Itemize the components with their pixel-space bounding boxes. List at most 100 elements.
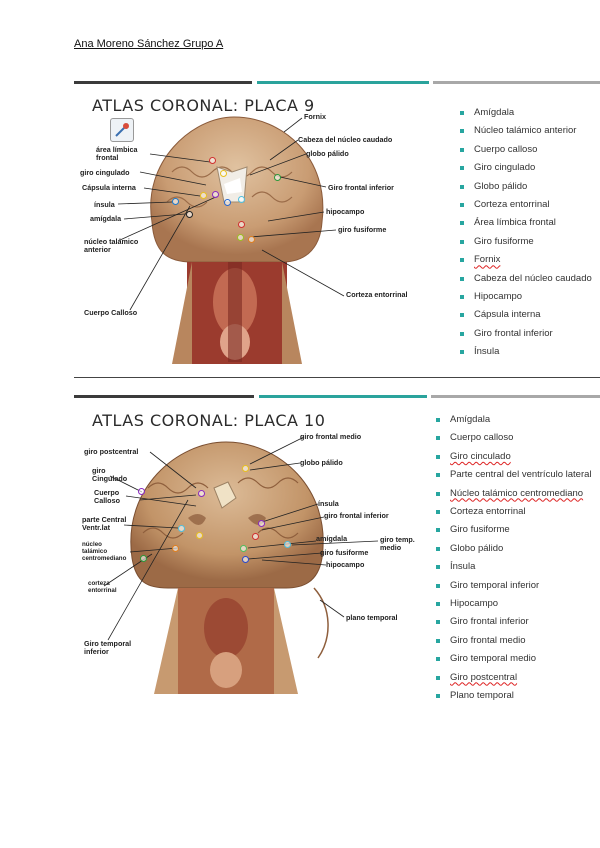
list-item: Giro frontal inferior bbox=[436, 613, 592, 631]
list-item: Parte central del ventrículo lateral bbox=[436, 466, 592, 484]
marker-dot bbox=[138, 488, 145, 495]
label-frontal-medio: giro frontal medio bbox=[300, 432, 362, 441]
plate10-brain-image bbox=[118, 438, 334, 694]
label-plano-temporal: plano temporal bbox=[346, 613, 398, 622]
marker-dot bbox=[238, 196, 245, 203]
list-item: Giro postcentral bbox=[436, 669, 592, 687]
list-item: Cabeza del núcleo caudado bbox=[460, 270, 592, 288]
marker-dot bbox=[248, 236, 255, 243]
list-item: Hipocampo bbox=[436, 595, 592, 613]
plate9-title: ATLAS CORONAL: PLACA 9 bbox=[92, 96, 315, 115]
marker-dot bbox=[252, 533, 259, 540]
label-frontal-inferior: giro frontal inferior bbox=[324, 511, 389, 520]
list-item: Amígdala bbox=[436, 411, 592, 429]
label-temporal-inferior: Giro temporal inferior bbox=[84, 639, 132, 657]
marker-dot bbox=[140, 555, 147, 562]
list-item: Giro temporal medio bbox=[436, 650, 592, 668]
marker-dot bbox=[224, 199, 231, 206]
list-item: Cuerpo calloso bbox=[436, 429, 592, 447]
plate10-title: ATLAS CORONAL: PLACA 10 bbox=[92, 411, 326, 430]
list-item: Hipocampo bbox=[460, 288, 592, 306]
label-caudado: Cabeza del núcleo caudado bbox=[298, 135, 393, 144]
label-frontal-inferior: Giro frontal inferior bbox=[328, 183, 394, 192]
list-item: Giro frontal medio bbox=[436, 632, 592, 650]
list-item: Giro fusiforme bbox=[460, 233, 592, 251]
marker-dot bbox=[242, 556, 249, 563]
label-globo-palido: globo pálido bbox=[300, 458, 343, 467]
list-item: Ínsula bbox=[436, 558, 592, 576]
label-area-limbica: área límbica frontal bbox=[96, 145, 138, 163]
label-capsula-interna: Cápsula interna bbox=[82, 183, 136, 192]
list-item: Giro cinculado bbox=[436, 448, 592, 466]
marker-dot bbox=[196, 532, 203, 539]
marker-dot bbox=[284, 541, 291, 548]
list-item: Globo pálido bbox=[460, 178, 592, 196]
divider-bar-teal bbox=[259, 395, 427, 398]
divider-bar-dark bbox=[74, 395, 254, 398]
label-entorrinal: Corteza entorrinal bbox=[346, 290, 408, 299]
label-insula: ínsula bbox=[94, 200, 115, 209]
label-temporal-medio: giro temp. medio bbox=[380, 535, 415, 553]
label-amigdala: amígdala bbox=[316, 534, 348, 543]
list-item: Fornix bbox=[460, 251, 592, 269]
marker-dot bbox=[172, 545, 179, 552]
tool-icon[interactable] bbox=[110, 118, 134, 142]
marker-dot bbox=[200, 192, 207, 199]
marker-dot bbox=[240, 545, 247, 552]
label-fornix: Fornix bbox=[304, 112, 326, 121]
list-item: Núcleo talámico centromediano bbox=[436, 485, 592, 503]
list-item: Cápsula interna bbox=[460, 306, 592, 324]
label-cuerpo-calloso: Cuerpo Calloso bbox=[94, 488, 120, 506]
section-separator bbox=[74, 377, 600, 378]
list-item: Área límbica frontal bbox=[460, 214, 592, 232]
label-globo-palido: globo pálido bbox=[306, 149, 349, 158]
list-item: Corteza entorrinal bbox=[436, 503, 592, 521]
list-item: Globo pálido bbox=[436, 540, 592, 558]
marker-dot bbox=[238, 221, 245, 228]
marker-dot bbox=[274, 174, 281, 181]
label-fusiforme: giro fusiforme bbox=[338, 225, 387, 234]
label-hipocampo: hipocampo bbox=[326, 207, 365, 216]
label-insula: ínsula bbox=[318, 499, 339, 508]
label-amigdala: amígdala bbox=[90, 214, 122, 223]
label-fusiforme: giro fusiforme bbox=[320, 548, 369, 557]
marker-dot bbox=[258, 520, 265, 527]
list-item: Giro fusiforme bbox=[436, 521, 592, 539]
marker-dot bbox=[178, 525, 185, 532]
label-cuerpo-calloso: Cuerpo Calloso bbox=[84, 308, 138, 317]
label-nucleo-talamico: núcleo talámico anterior bbox=[84, 237, 139, 255]
divider-bar-gray bbox=[431, 395, 600, 398]
label-parte-central: parte Central Ventr.lat bbox=[82, 515, 127, 533]
list-item: Corteza entorrinal bbox=[460, 196, 592, 214]
list-item: Ínsula bbox=[460, 343, 592, 361]
label-giro-cingulado: giro cingulado bbox=[80, 168, 130, 177]
label-giro-cingulado: giro Cingulado bbox=[92, 466, 128, 484]
label-nucleo-centromediano: núcleo talámico centromediano bbox=[82, 541, 127, 562]
author-header: Ana Moreno Sánchez Grupo A bbox=[74, 38, 224, 50]
plate10-structure-list: Amígdala Cuerpo calloso Giro cinculado P… bbox=[436, 411, 592, 706]
label-giro-postcentral: giro postcentral bbox=[84, 447, 139, 456]
label-hipocampo: hipocampo bbox=[326, 560, 365, 569]
list-item: Giro cingulado bbox=[460, 159, 592, 177]
list-item: Cuerpo calloso bbox=[460, 141, 592, 159]
marker-dot bbox=[198, 490, 205, 497]
marker-dot bbox=[220, 170, 227, 177]
marker-dot bbox=[172, 198, 179, 205]
divider-bar-dark bbox=[74, 81, 252, 84]
list-item: Núcleo talámico anterior bbox=[460, 122, 592, 140]
marker-dot bbox=[209, 157, 216, 164]
list-item: Amígdala bbox=[460, 104, 592, 122]
list-item: Giro frontal inferior bbox=[460, 325, 592, 343]
label-corteza-entorrinal: corteza entorrinal bbox=[88, 580, 117, 594]
divider-bar-gray bbox=[433, 81, 600, 84]
marker-dot bbox=[212, 191, 219, 198]
list-item: Giro temporal inferior bbox=[436, 577, 592, 595]
list-item: Plano temporal bbox=[436, 687, 592, 705]
divider-bar-teal bbox=[257, 81, 429, 84]
marker-dot bbox=[186, 211, 193, 218]
plate9-structure-list: Amígdala Núcleo talámico anterior Cuerpo… bbox=[460, 104, 592, 362]
marker-dot bbox=[242, 465, 249, 472]
marker-dot bbox=[237, 234, 244, 241]
